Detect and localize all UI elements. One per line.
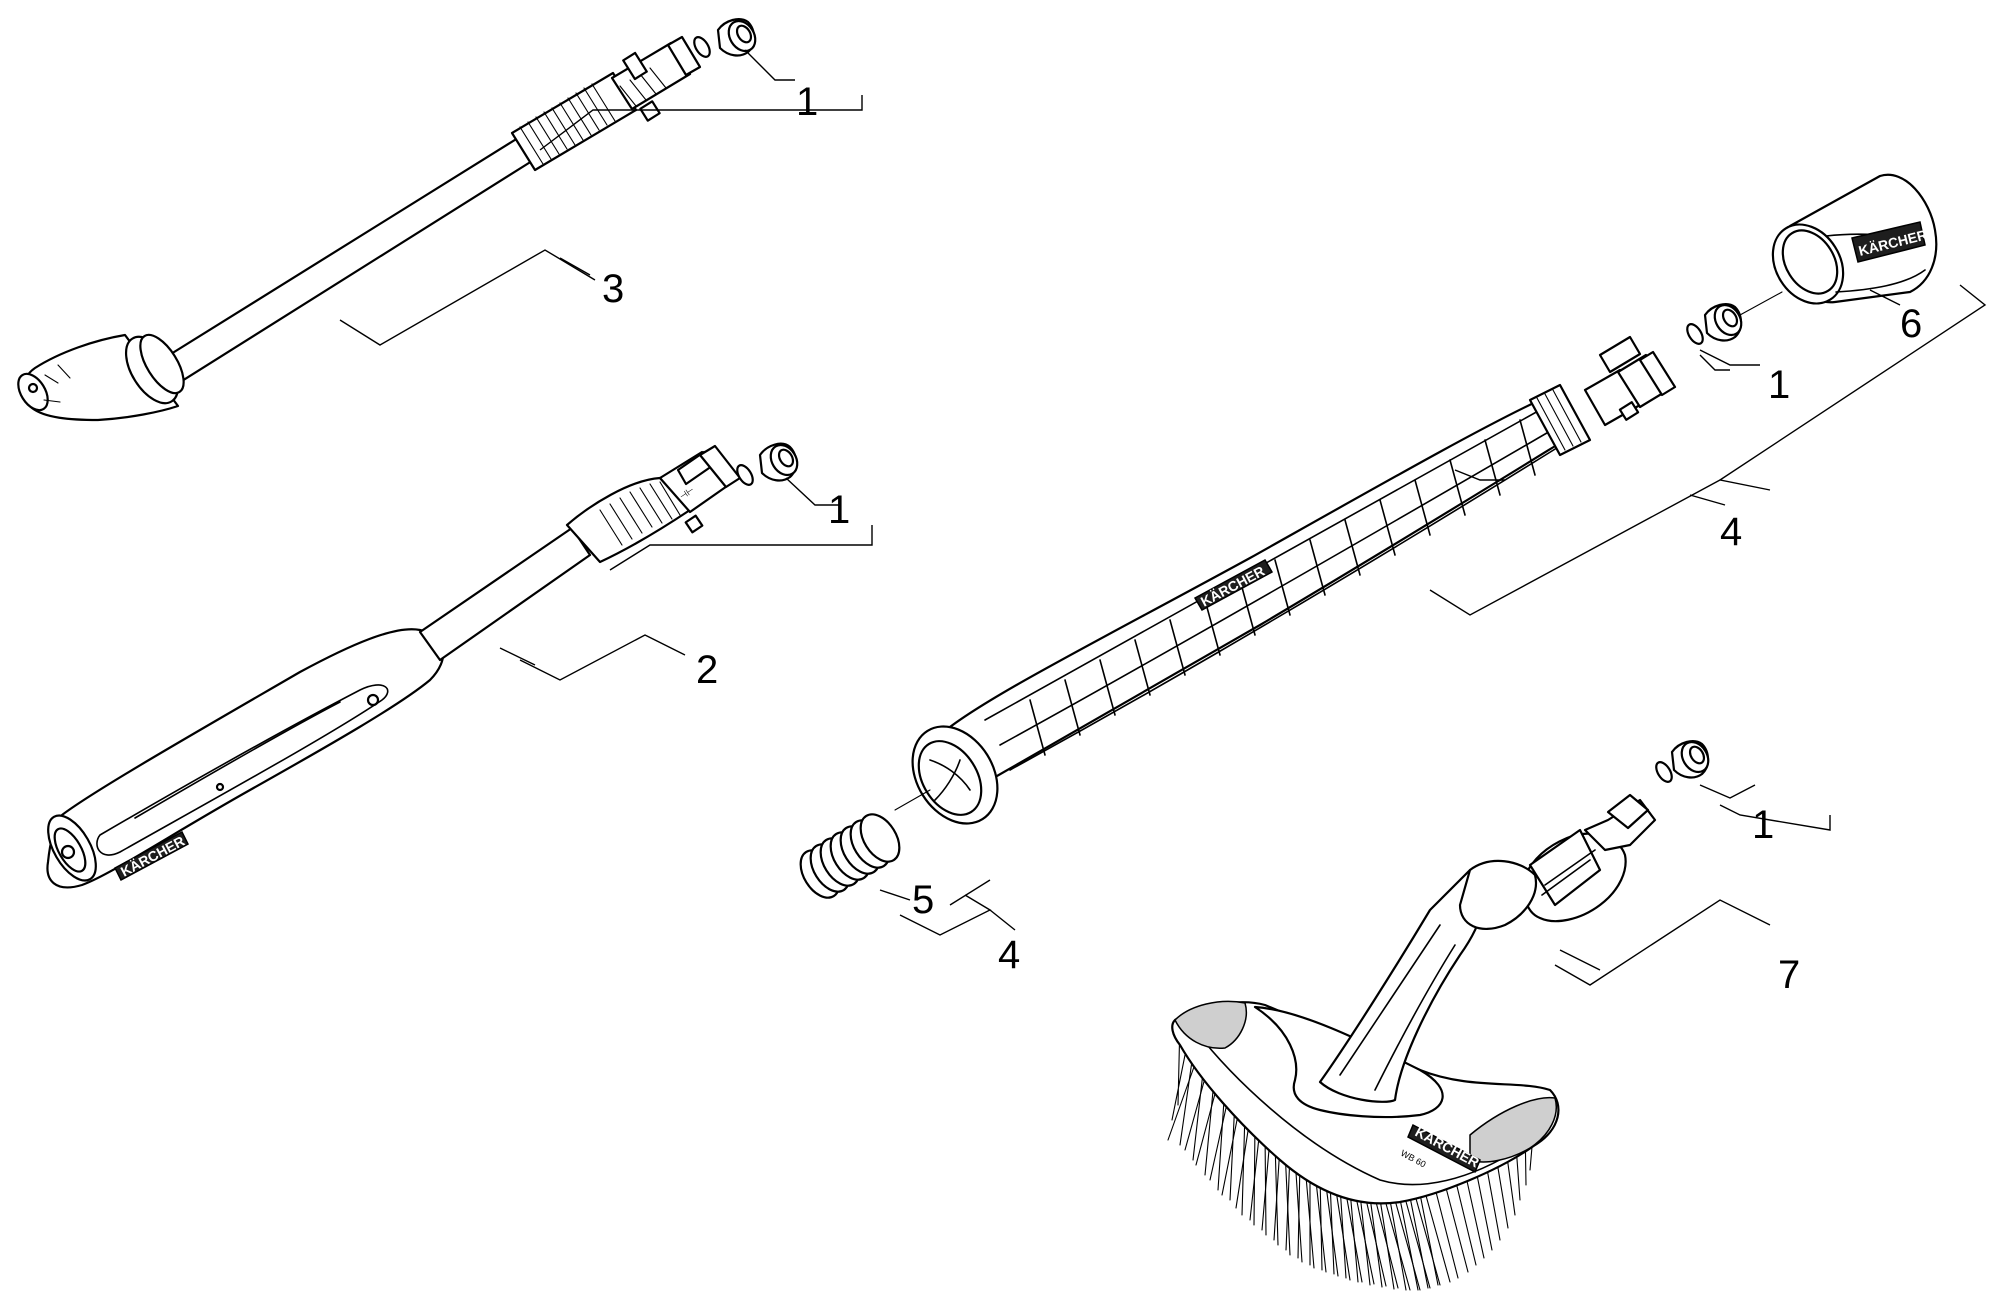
spring-part-5 [799, 813, 901, 899]
seal-kit-center [1686, 303, 1743, 345]
callout-spring-5: 5 [912, 878, 934, 922]
callout-leaders [339, 49, 1987, 986]
callout-nut-6: 6 [1900, 302, 1922, 346]
callout-spring-parent-4: 4 [998, 933, 1020, 977]
extension-lance-part-4: KÄRCHER [911, 335, 1677, 825]
union-nut-part-6: KÄRCHER [1771, 173, 1938, 305]
rotor-lance-part-3 [17, 35, 702, 422]
callout-numbers: 1 3 1 2 6 1 4 5 4 1 7 [602, 80, 1922, 997]
seal-kit-middle-left [736, 442, 799, 486]
callout-seal-brush: 1 [1752, 803, 1774, 847]
callout-lance-4: 4 [1720, 510, 1742, 554]
wash-brush-part-7: KÄRCHER WB 60 [1167, 793, 1657, 1291]
callout-lance-3: 3 [602, 267, 624, 311]
callout-lance-2: 2 [696, 648, 718, 692]
callout-seal-upper-left: 1 [796, 80, 818, 124]
callout-brush-7: 7 [1778, 953, 1800, 997]
callout-seal-middle-left: 1 [828, 488, 850, 532]
callout-seal-center: 1 [1768, 363, 1790, 407]
assembly-line-spring [894, 789, 931, 811]
assembly-line-nut [1739, 291, 1783, 316]
brush-bristles [1167, 1019, 1536, 1291]
vario-lance-part-2: KÄRCHER ⊣⊢ [46, 444, 742, 889]
seal-kit-brush [1655, 740, 1710, 783]
seal-kit-upper-left [693, 18, 757, 58]
